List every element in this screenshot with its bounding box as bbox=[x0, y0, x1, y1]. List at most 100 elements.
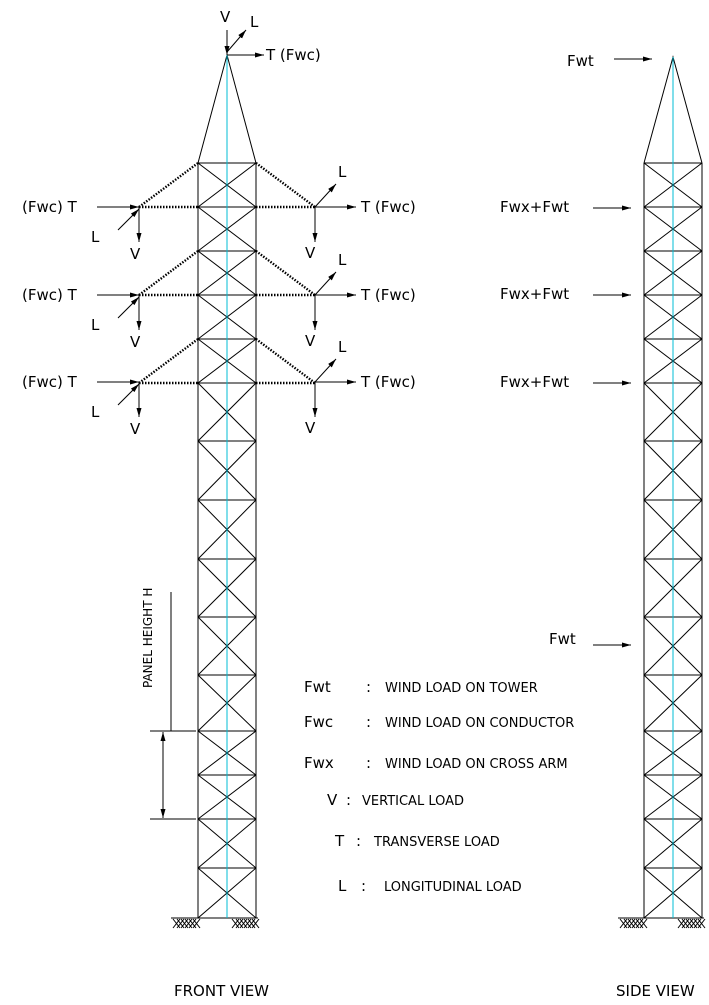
base-hatch bbox=[235, 918, 244, 929]
legend-text: WIND LOAD ON CONDUCTOR bbox=[385, 716, 574, 731]
side-loads: Fwt Fwx+Fwt Fwx+Fwt Fwx+Fwt Fwt bbox=[500, 52, 652, 648]
base-hatch bbox=[231, 918, 240, 929]
left-arm-t-label: (Fwc) T bbox=[22, 198, 78, 216]
left-arm-l-arrow bbox=[117, 296, 140, 319]
side-view-title: SIDE VIEW bbox=[616, 982, 695, 1000]
right-arm-l-label: L bbox=[338, 251, 347, 269]
top-v-label: V bbox=[220, 8, 231, 26]
right-arm-v-label: V bbox=[305, 244, 316, 262]
left-arm-top-member bbox=[138, 162, 199, 208]
side-lower-label: Fwt bbox=[549, 630, 576, 648]
arm-load-group-2: (Fwc) T L V T (Fwc) L V bbox=[22, 251, 416, 351]
front-view-title: FRONT VIEW bbox=[174, 982, 269, 1000]
base-hatch bbox=[247, 918, 256, 929]
legend-sep: : bbox=[366, 713, 371, 731]
base-hatch bbox=[184, 918, 193, 929]
front-arm-loads: (Fwc) T L V T (Fwc) L V (Fwc) T L V T (F… bbox=[22, 163, 416, 438]
base-hatch bbox=[631, 918, 640, 929]
side-top-label: Fwt bbox=[567, 52, 594, 70]
legend-item-v: V : VERTICAL LOAD bbox=[327, 791, 464, 809]
legend-symbol: V bbox=[327, 791, 338, 809]
panel-height-label: PANEL HEIGHT H bbox=[141, 588, 155, 688]
base-hatch bbox=[697, 918, 706, 929]
legend-symbol: Fwc bbox=[304, 713, 333, 731]
base-hatch bbox=[627, 918, 636, 929]
front-view-tower bbox=[138, 45, 316, 929]
left-arm-l-arrow bbox=[117, 208, 140, 231]
top-l-arrow bbox=[226, 29, 247, 53]
base-hatch bbox=[180, 918, 189, 929]
right-arm-top-member bbox=[255, 162, 316, 208]
legend-sep: : bbox=[361, 877, 366, 895]
legend-item-t: T : TRANSVERSE LOAD bbox=[334, 832, 500, 850]
side-arm-label-3: Fwx+Fwt bbox=[500, 373, 569, 391]
left-arm-v-label: V bbox=[130, 420, 141, 438]
side-arm-label-1: Fwx+Fwt bbox=[500, 198, 569, 216]
side-view-tower bbox=[618, 55, 706, 929]
right-arm-t-label: T (Fwc) bbox=[360, 198, 416, 216]
left-arm-t-label: (Fwc) T bbox=[22, 373, 78, 391]
right-arm-t-label: T (Fwc) bbox=[360, 286, 416, 304]
base-hatch bbox=[176, 918, 185, 929]
base-hatch bbox=[192, 918, 201, 929]
arm-load-group-1: (Fwc) T L V T (Fwc) L V bbox=[22, 163, 416, 263]
base-hatch bbox=[689, 918, 698, 929]
base-hatch bbox=[635, 918, 644, 929]
side-base-supports bbox=[618, 917, 706, 929]
arm-load-group-3: (Fwc) T L V T (Fwc) L V bbox=[22, 338, 416, 438]
top-l-label: L bbox=[250, 13, 259, 31]
base-hatch bbox=[681, 918, 690, 929]
base-hatch bbox=[685, 918, 694, 929]
front-base-supports bbox=[171, 917, 260, 929]
base-hatch bbox=[239, 918, 248, 929]
right-arm-t-label: T (Fwc) bbox=[360, 373, 416, 391]
legend-text: VERTICAL LOAD bbox=[362, 794, 464, 809]
legend-text: LONGITUDINAL LOAD bbox=[384, 880, 522, 895]
side-arm-label-2: Fwx+Fwt bbox=[500, 285, 569, 303]
right-arm-v-label: V bbox=[305, 419, 316, 437]
base-hatch bbox=[188, 918, 197, 929]
right-arm-l-label: L bbox=[338, 338, 347, 356]
legend-item-fwt: Fwt : WIND LOAD ON TOWER bbox=[304, 678, 538, 696]
front-cross-arms bbox=[138, 162, 316, 385]
base-hatch bbox=[693, 918, 702, 929]
legend-item-fwx: Fwx : WIND LOAD ON CROSS ARM bbox=[304, 754, 568, 772]
left-arm-v-label: V bbox=[130, 245, 141, 263]
left-arm-top-member bbox=[138, 250, 199, 296]
base-hatch bbox=[619, 918, 628, 929]
panel-height-dimension: PANEL HEIGHT H bbox=[141, 588, 196, 820]
base-hatch bbox=[677, 918, 686, 929]
base-hatch bbox=[243, 918, 252, 929]
legend-sep: : bbox=[366, 754, 371, 772]
left-arm-l-arrow bbox=[117, 383, 140, 406]
legend-sep: : bbox=[356, 832, 361, 850]
legend-symbol: T bbox=[334, 832, 345, 850]
left-arm-top-member bbox=[138, 338, 199, 384]
legend-text: TRANSVERSE LOAD bbox=[373, 835, 500, 850]
legend-symbol: L bbox=[338, 877, 347, 895]
legend-symbol: Fwt bbox=[304, 678, 331, 696]
right-arm-l-arrow bbox=[314, 358, 337, 383]
base-hatch bbox=[251, 918, 260, 929]
base-hatch bbox=[172, 918, 181, 929]
load-legend: Fwt : WIND LOAD ON TOWER Fwc : WIND LOAD… bbox=[304, 678, 574, 895]
front-top-loads: V L T (Fwc) bbox=[220, 8, 321, 64]
right-arm-l-arrow bbox=[314, 271, 337, 296]
legend-item-fwc: Fwc : WIND LOAD ON CONDUCTOR bbox=[304, 713, 574, 731]
legend-text: WIND LOAD ON TOWER bbox=[385, 681, 538, 696]
legend-sep: : bbox=[346, 791, 351, 809]
right-arm-top-member bbox=[255, 338, 316, 384]
legend-text: WIND LOAD ON CROSS ARM bbox=[385, 757, 568, 772]
legend-sep: : bbox=[366, 678, 371, 696]
legend-symbol: Fwx bbox=[304, 754, 334, 772]
left-arm-l-label: L bbox=[91, 403, 100, 421]
right-arm-top-member bbox=[255, 250, 316, 296]
right-arm-v-label: V bbox=[305, 332, 316, 350]
top-t-label: T (Fwc) bbox=[265, 46, 321, 64]
left-arm-l-label: L bbox=[91, 228, 100, 246]
left-arm-l-label: L bbox=[91, 316, 100, 334]
base-hatch bbox=[639, 918, 648, 929]
legend-item-l: L : LONGITUDINAL LOAD bbox=[338, 877, 522, 895]
